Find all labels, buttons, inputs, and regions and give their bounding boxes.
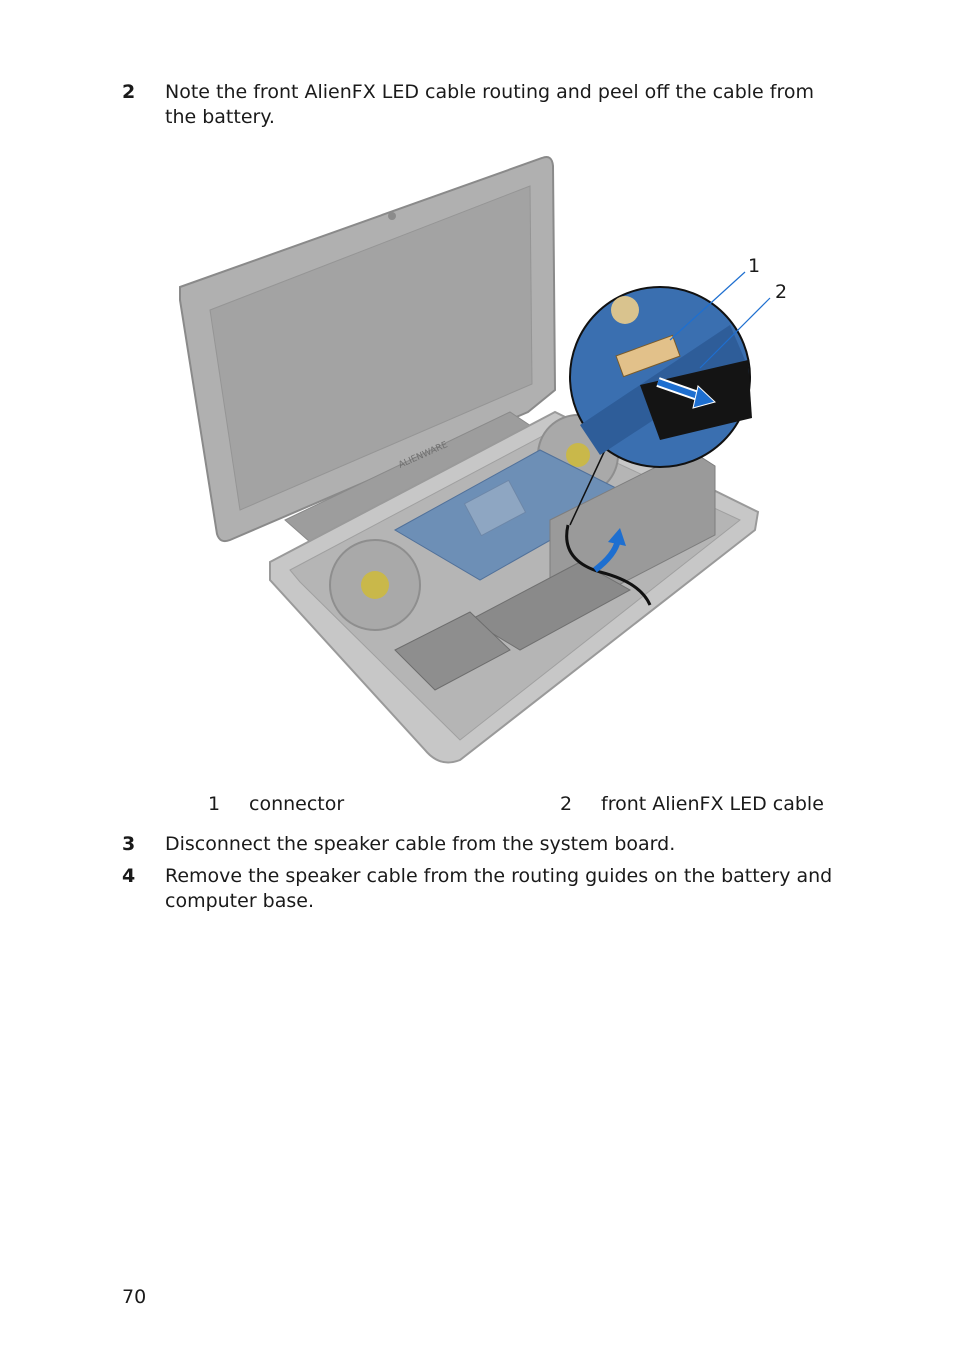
display-panel [209, 185, 533, 511]
inset-dots [611, 296, 639, 324]
page-number: 70 [122, 1286, 147, 1308]
speaker-cable [565, 524, 652, 606]
legend-label-1: connector [249, 793, 345, 815]
callout-line-2 [699, 297, 771, 369]
label-plate [394, 611, 511, 691]
fan-left-hub [361, 571, 389, 599]
step-number: 3 [122, 833, 136, 855]
legend-label-2: front AlienFX LED cable [601, 793, 824, 815]
step-text: Disconnect the speaker cable from the sy… [165, 833, 676, 855]
inset-arrow-head [692, 385, 716, 409]
callout-line-1 [669, 271, 746, 341]
step-number: 4 [122, 865, 136, 887]
inset-connector [615, 334, 681, 378]
hdd-pad [468, 561, 632, 651]
step-text: Note the front AlienFX LED cable routing… [165, 81, 814, 128]
step-text: Remove the speaker cable from the routin… [165, 865, 833, 912]
inset-arrow-inner [657, 379, 699, 399]
webcam [388, 212, 396, 220]
callout-2: 2 [775, 281, 787, 303]
legend-number-1: 1 [208, 793, 221, 815]
zoom-leader [569, 449, 606, 526]
peel-arrow-head [608, 528, 626, 546]
fan-right-hub [566, 443, 590, 467]
step-number: 2 [122, 81, 136, 103]
laptop-illustration: ALIENWARE 1 2 [170, 150, 800, 765]
legend-number-2: 2 [560, 793, 573, 815]
processor [463, 479, 527, 537]
callout-1: 1 [748, 255, 760, 277]
